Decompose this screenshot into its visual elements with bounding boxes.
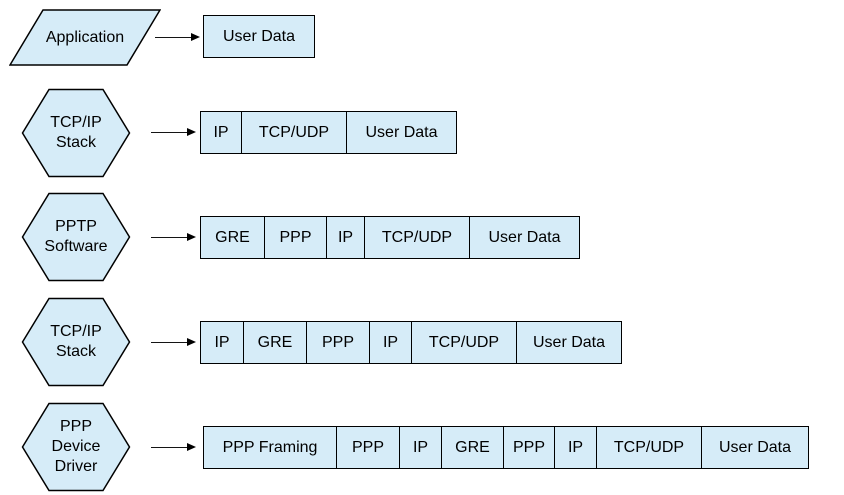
packet-segment: User Data [469,217,579,258]
stage-label-line: PPP [59,418,92,435]
packet-segment: TCP/UDP [411,322,516,363]
packet-segment: GRE [243,322,306,363]
packet-segment: PPP [503,427,554,468]
stage-label-line: Stack [55,343,96,360]
packet-strip: IP GRE PPP IP TCP/UDP User Data [200,321,622,364]
packet-segment: IP [214,333,230,351]
packet-segment: IP [213,123,229,141]
packet-segment: User Data [701,427,808,468]
stage-label-line: TCP/IP [50,323,102,340]
packet-segment: PPP Framing [222,438,318,456]
stage-label-line: Application [45,28,125,46]
packet-segment: PPP [306,322,369,363]
stage-label-line: Stack [55,134,96,151]
stage-label: PPP Device Driver [21,402,131,492]
packet-strip: GRE PPP IP TCP/UDP User Data [200,216,580,259]
hexagon-icon [21,192,131,282]
packet-segment: IP [369,322,411,363]
stage-label: Application [9,9,161,66]
hexagon-icon [21,88,131,178]
packet-segment: IP [399,427,441,468]
packet-strip: IP TCP/UDP User Data [200,111,457,154]
stage-shape-parallelogram: Application [9,9,161,66]
packet-segment: GRE [215,228,250,246]
stage-shape-hexagon: PPTP Software [21,192,131,282]
packet-strip: PPP Framing PPP IP GRE PPP IP TCP/UDP Us… [203,426,809,469]
flow-arrow-icon [151,233,196,242]
packet-segment: IP [554,427,596,468]
packet-segment: TCP/UDP [364,217,469,258]
packet-strip: User Data [203,15,315,58]
flow-arrow-icon [155,33,200,42]
stage-label: TCP/IP Stack [21,297,131,387]
hexagon-icon [21,297,131,387]
stage-label-line: TCP/IP [50,114,102,131]
packet-segment: TCP/UDP [596,427,701,468]
packet-segment: TCP/UDP [241,112,346,153]
stage-label-line: PPTP [55,218,97,235]
packet-segment: PPP [336,427,399,468]
stage-shape-hexagon: TCP/IP Stack [21,88,131,178]
stage-label-line: Software [44,238,108,255]
packet-segment: User Data [346,112,456,153]
packet-segment: User Data [222,27,296,45]
hexagon-icon [21,402,131,492]
packet-segment: IP [326,217,364,258]
packet-segment: User Data [516,322,621,363]
packet-segment: GRE [441,427,503,468]
parallelogram-icon [9,9,161,66]
stage-label-line: Device [51,438,101,455]
stage-label-line: Driver [54,458,98,475]
flow-arrow-icon [151,338,196,347]
stage-label: TCP/IP Stack [21,88,131,178]
stage-label: PPTP Software [21,192,131,282]
flow-arrow-icon [151,443,196,452]
stage-shape-hexagon: PPP Device Driver [21,402,131,492]
stage-shape-hexagon: TCP/IP Stack [21,297,131,387]
packet-segment: PPP [264,217,326,258]
flow-arrow-icon [151,128,196,137]
